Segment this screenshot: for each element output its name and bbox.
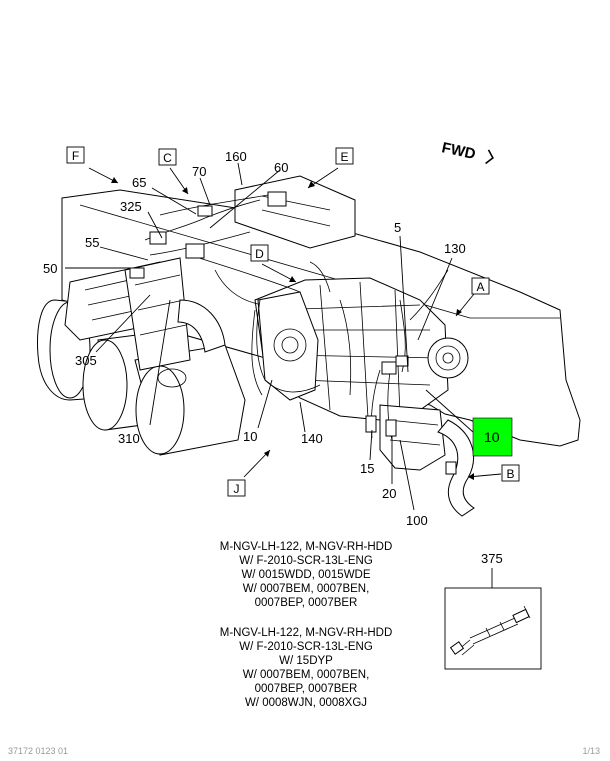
callout-310: 310 <box>118 431 140 446</box>
note-line: 0007BEP, 0007BER <box>254 597 358 609</box>
callout-labels: 160 70 60 65 325 55 50 305 310 10 140 5 … <box>43 149 500 528</box>
location-box-a: A <box>471 277 490 295</box>
note-line: W/ 15DYP <box>279 655 333 667</box>
callout-375: 375 <box>481 551 503 566</box>
engine-illustration <box>37 175 581 517</box>
leader-lines <box>65 162 474 511</box>
callout-130: 130 <box>444 241 466 256</box>
svg-text:F: F <box>72 149 79 163</box>
callout-160: 160 <box>225 149 247 164</box>
note-line: W/ 0008WJN, 0008XGJ <box>244 697 368 709</box>
callout-325: 325 <box>120 199 142 214</box>
note-line: 0007BEP, 0007BER <box>254 683 358 695</box>
callout-55: 55 <box>85 235 99 250</box>
location-box-j: J <box>227 479 246 497</box>
note-line: W/ 0007BEM, 0007BEN, <box>242 669 370 681</box>
callout-60: 60 <box>274 160 288 175</box>
callout-70: 70 <box>192 164 206 179</box>
application-note-2: M-NGV-LH-122, M-NGV-RH-HDD W/ F-2010-SCR… <box>186 626 426 710</box>
svg-text:J: J <box>234 482 240 496</box>
location-box-b: B <box>501 464 520 482</box>
callout-140: 140 <box>301 431 323 446</box>
note-line: W/ F-2010-SCR-13L-ENG <box>239 555 373 567</box>
svg-text:E: E <box>340 150 348 164</box>
callout-305: 305 <box>75 353 97 368</box>
location-box-c: C <box>158 148 177 166</box>
fwd-label: FWD <box>440 139 477 163</box>
fwd-arrow-icon <box>485 149 494 165</box>
callout-10: 10 <box>243 429 257 444</box>
svg-text:C: C <box>163 151 172 165</box>
highlight-callout-label: 10 <box>484 429 500 445</box>
svg-text:D: D <box>255 247 264 261</box>
note-line: M-NGV-LH-122, M-NGV-RH-HDD <box>219 627 393 639</box>
callout-100: 100 <box>406 513 428 528</box>
callout-50: 50 <box>43 261 57 276</box>
forward-direction-indicator: FWD <box>440 139 494 165</box>
location-box-f: F <box>66 146 85 164</box>
note-line: W/ 0015WDD, 0015WDE <box>241 569 371 581</box>
svg-text:B: B <box>506 467 514 481</box>
location-box-d: D <box>250 244 269 262</box>
highlight-callout-box <box>472 417 513 457</box>
callout-15: 15 <box>360 461 374 476</box>
svg-text:A: A <box>476 280 484 294</box>
note-line: W/ F-2010-SCR-13L-ENG <box>239 641 373 653</box>
note-line: W/ 0007BEM, 0007BEN, <box>242 583 370 595</box>
location-box-e: E <box>335 147 354 165</box>
application-note-1: M-NGV-LH-122, M-NGV-RH-HDD W/ F-2010-SCR… <box>186 540 426 610</box>
footer-figure-id: 37172 0123 01 <box>8 746 69 756</box>
callout-20: 20 <box>382 486 396 501</box>
footer-page-number: 1/13 <box>582 746 600 756</box>
note-line: M-NGV-LH-122, M-NGV-RH-HDD <box>219 541 393 553</box>
location-arrows <box>88 167 502 480</box>
callout-65: 65 <box>132 175 146 190</box>
callout-5: 5 <box>394 220 401 235</box>
inset-375: 375 <box>444 551 542 670</box>
